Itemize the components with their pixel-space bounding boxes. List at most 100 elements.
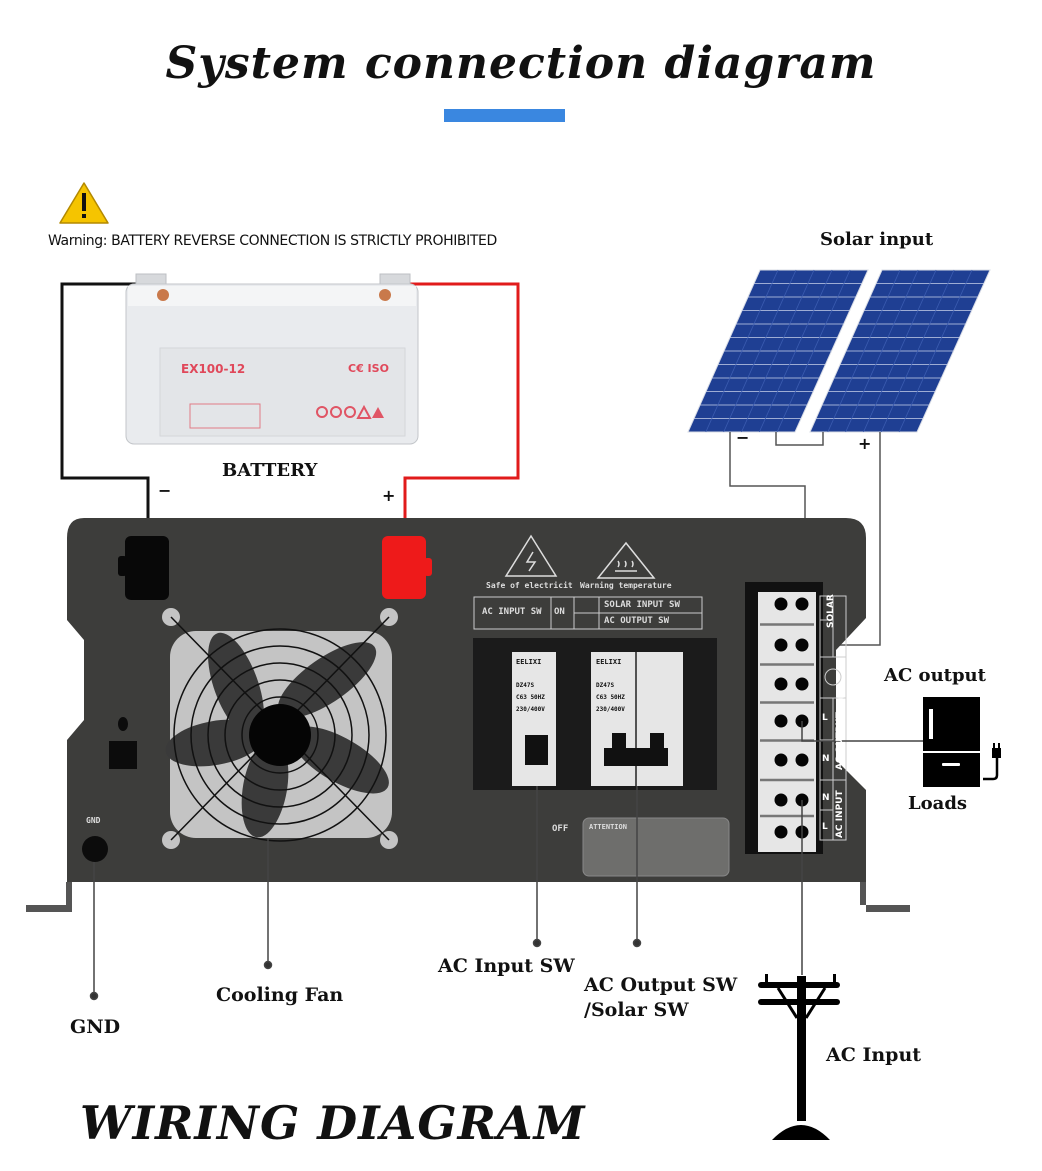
solar-cell-column-line (758, 269, 833, 433)
ac-output-sw-callout-dot (632, 938, 642, 948)
fan-callout-dot (263, 960, 273, 970)
solar-cell-column-line (723, 269, 797, 433)
battery-model: EX100-12 (181, 362, 246, 376)
warning-triangle-icon (59, 182, 109, 224)
electric-hazard-icon (504, 534, 558, 577)
solar-cell-column-line (845, 269, 919, 433)
page-title: System connection diagram (165, 38, 877, 89)
inverter-foot-left (26, 882, 72, 912)
ac-output-sw-line1: AC Output SW (584, 974, 738, 996)
breaker-1-brand: EELIXI (516, 658, 542, 666)
terminal-input-l: L (822, 822, 828, 832)
electric-hazard-label: Safe of electricit (486, 581, 573, 590)
dual-breaker-toggle-bar (604, 748, 668, 766)
battery-negative-sign: − (158, 481, 172, 500)
attention-notice (582, 817, 730, 877)
terminal-output-n: N (822, 754, 830, 764)
terminal-input-n: N (822, 793, 830, 803)
solar-input-sw-table-label: SOLAR INPUT SW (604, 600, 680, 610)
terminal-label-strip (819, 595, 847, 841)
negative-battery-terminal (118, 536, 169, 600)
attention-notice-title: ATTENTION (589, 823, 627, 831)
breaker-1-model: DZ47S (516, 682, 535, 689)
switch-on-label: ON (554, 607, 565, 617)
terminal-screw (774, 753, 788, 767)
dual-breaker-toggle-right (650, 733, 664, 749)
battery-image (125, 273, 419, 445)
gnd-label: GND (70, 1016, 121, 1038)
ac-input-label: AC Input (826, 1044, 922, 1066)
solar-cell-column-line (741, 269, 815, 433)
power-switch (109, 741, 137, 769)
positive-battery-terminal (382, 536, 432, 599)
terminal-screw (795, 597, 809, 611)
solar-cell-column-line (863, 269, 937, 433)
battery-positive-sign: + (382, 486, 396, 505)
battery-warning-text: Warning: BATTERY REVERSE CONNECTION IS S… (48, 233, 497, 249)
battery-positive-wire (400, 282, 520, 540)
ac-output-wire (801, 721, 925, 742)
ac-output-sw-line2: /Solar SW (584, 999, 689, 1021)
ac-output-label: AC output (884, 665, 986, 686)
terminal-screw (774, 714, 788, 728)
breaker-1-rating: C63 50HZ (516, 694, 545, 701)
terminal-screws (760, 597, 814, 839)
inverter-foot-right (860, 882, 910, 912)
solar-series-jumper (775, 432, 824, 446)
terminal-screw (774, 793, 788, 807)
solar-cell-grid (694, 269, 984, 433)
solar-cell-column-line (880, 269, 955, 433)
terminal-screw (774, 638, 788, 652)
ac-output-sw-label: AC Output SW /Solar SW (584, 973, 737, 1023)
temperature-hazard-label: Warning temperature (580, 581, 672, 590)
terminal-ac-output-label: AC OUTPUT (835, 712, 845, 770)
terminal-screw (774, 677, 788, 691)
fridge-loads-icon (923, 697, 1001, 787)
battery-cert: C€ ISO (348, 362, 389, 375)
switch-label-table (473, 596, 703, 630)
indicator-led (118, 717, 128, 731)
terminal-screw (795, 753, 809, 767)
solar-input-label: Solar input (820, 229, 934, 250)
gnd-callout-dot (89, 991, 99, 1001)
solar-negative-sign: − (736, 428, 750, 447)
solar-cell-column-line (705, 269, 779, 433)
ac-output-sw-table-label: AC OUTPUT SW (604, 616, 670, 626)
terminal-output-l: L (822, 713, 828, 723)
breaker-1-voltage: 230/400V (516, 706, 545, 713)
terminal-screw (795, 677, 809, 691)
terminal-screw (774, 597, 788, 611)
utility-pole-icon (758, 974, 840, 1140)
loads-label: Loads (908, 793, 968, 814)
solar-cell-column-line (776, 269, 851, 433)
gnd-terminal (82, 836, 108, 862)
ac-input-breaker (512, 652, 556, 786)
wiring-diagram-title: WIRING DIAGRAM (80, 1096, 586, 1150)
terminal-ground-symbol: ⏚ (836, 693, 846, 703)
battery-label: BATTERY (222, 460, 318, 481)
ac-input-sw-callout-dot (532, 938, 542, 948)
solar-cell-column-line (898, 269, 973, 433)
solar-positive-sign: + (858, 434, 872, 453)
cooling-fan (162, 608, 398, 849)
ac-input-sw-label: AC Input SW (438, 955, 575, 977)
breaker-2-model: DZ47S (596, 682, 615, 689)
temperature-hazard-icon (596, 541, 656, 579)
breaker-2-brand: EELIXI (596, 658, 622, 666)
switch-off-label: OFF (552, 824, 569, 834)
cooling-fan-label: Cooling Fan (216, 984, 344, 1006)
breaker-2-rating: C63 50HZ (596, 694, 625, 701)
battery-negative-wire (60, 282, 150, 540)
dual-breaker-toggle-left (612, 733, 626, 749)
ac-input-breaker-toggle (525, 735, 548, 765)
terminal-screw (774, 825, 788, 839)
solar-cell-column-line (827, 269, 901, 433)
terminal-ac-input-label: AC INPUT (835, 790, 845, 838)
title-underline (444, 109, 565, 122)
gnd-panel-label: GND (86, 816, 101, 825)
terminal-solar-label: SOLAR (826, 594, 836, 628)
terminal-screw (795, 638, 809, 652)
breaker-2-voltage: 230/400V (596, 706, 625, 713)
ac-input-sw-table-label: AC INPUT SW (482, 607, 542, 617)
